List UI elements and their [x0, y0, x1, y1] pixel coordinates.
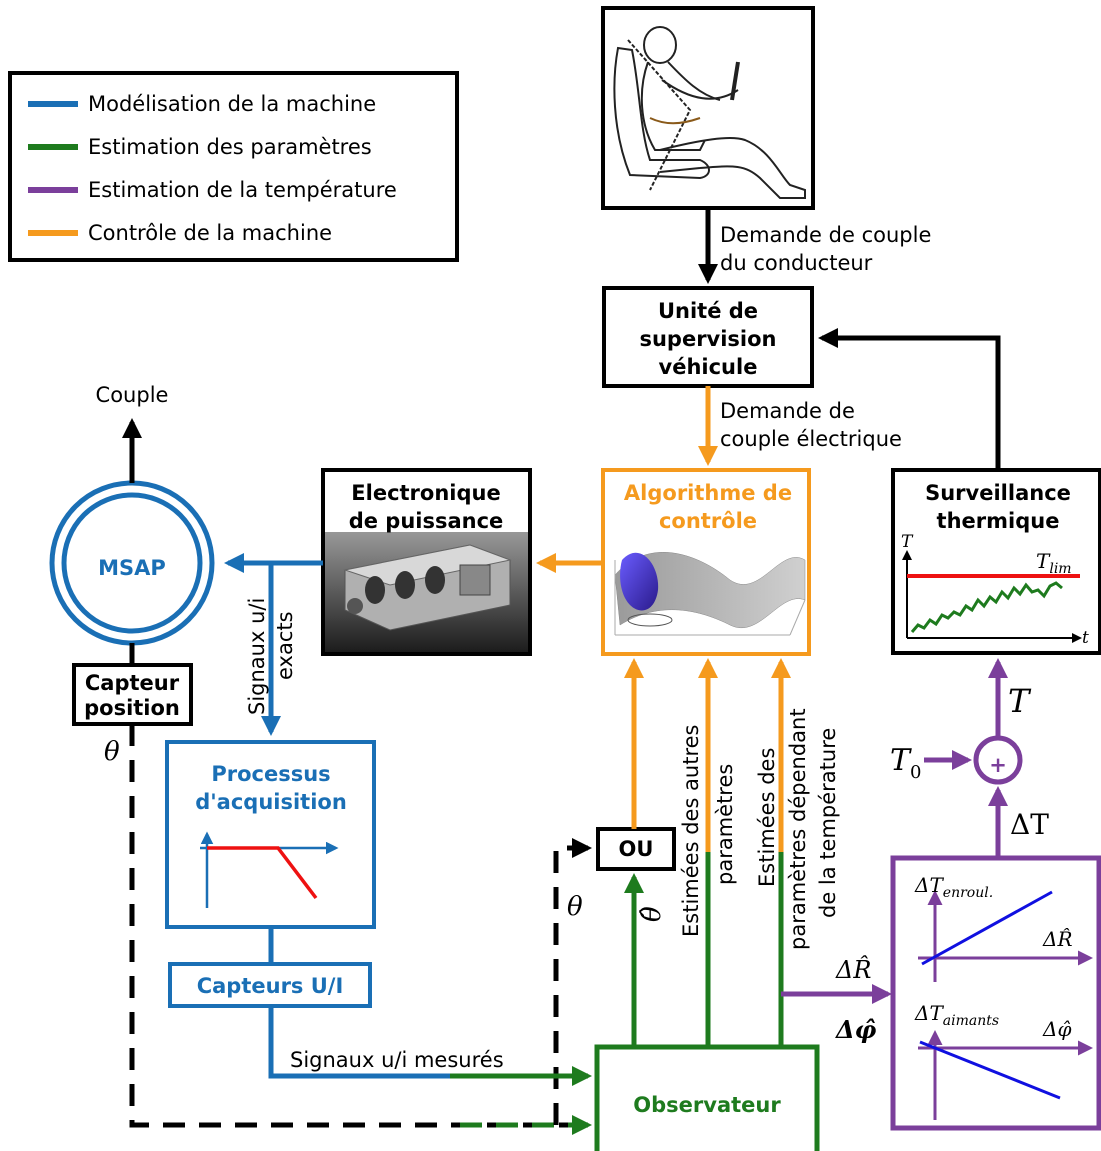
- label-couple: Couple: [96, 383, 169, 407]
- algorithme-title-1: Algorithme de: [624, 481, 792, 505]
- msap-inner-ring: [61, 492, 203, 634]
- legend-frame: [8, 71, 459, 262]
- thermal-axis-x: t: [1082, 628, 1089, 648]
- legend-label-controle: Contrôle de la machine: [88, 221, 332, 245]
- ou-frame: [596, 827, 676, 871]
- label-delta-t: ΔT: [1010, 808, 1049, 841]
- capteurs-ui-block: Capteurs U/I: [168, 962, 372, 1008]
- ou-label: OU: [619, 837, 654, 861]
- label-estimees-temp-1: Estimées des: [755, 748, 779, 887]
- driver-box: [601, 6, 815, 210]
- processus-title-1: Processus: [211, 762, 330, 786]
- surveillance-title-1: Surveillance: [925, 481, 1071, 505]
- supervision-frame: [602, 286, 814, 388]
- label-t0: T0: [890, 743, 921, 783]
- label-demande-conducteur-2: du conducteur: [720, 251, 873, 275]
- surveillance-title-2: thermique: [937, 509, 1060, 533]
- electronique-title-1: Electronique: [351, 481, 500, 505]
- label-signaux-exacts-2: exacts: [273, 611, 297, 680]
- processus-filter-curve: [207, 846, 318, 900]
- label-signaux-exacts-1: Signaux u/i: [245, 598, 269, 715]
- label-estimees-temp-2: paramètres dépendant: [786, 708, 810, 950]
- label-theta-left: θ: [104, 737, 120, 767]
- arrow-surveillance-to-supervision: [818, 328, 1001, 470]
- thermal-axis-t: T: [901, 532, 914, 552]
- capteurs-ui-title: Capteurs U/I: [197, 974, 344, 998]
- supervision-block: Unité de supervision véhicule: [602, 286, 814, 388]
- label-estimees-temp-3: de la température: [816, 728, 840, 918]
- sum-plus: +: [989, 753, 1007, 777]
- supervision-title-3: véhicule: [659, 355, 758, 379]
- algorithme-block: Algorithme de contrôle: [601, 468, 811, 656]
- inverter-image: [343, 544, 512, 631]
- legend-label-temperature: Estimation de la température: [88, 178, 397, 202]
- processus-block: Processus d'acquisition: [165, 740, 376, 929]
- electronique-title-2: de puissance: [349, 509, 504, 533]
- legend: Modélisation de la machine Estimation de…: [8, 71, 459, 262]
- label-signaux-mesures: Signaux u/i mesurés: [290, 1048, 504, 1072]
- algorithme-title-2: contrôle: [659, 509, 757, 533]
- msap-label: MSAP: [98, 556, 166, 580]
- capteur-position-block: Capteur position: [72, 663, 193, 726]
- capteur-position-title-2: position: [84, 696, 180, 720]
- surveillance-block: Surveillance thermique T t Tlim: [891, 468, 1101, 655]
- supervision-title-1: Unité de: [658, 299, 758, 323]
- label-demande-electrique-1: Demande de: [720, 399, 855, 423]
- msap-block: MSAP: [49, 480, 215, 646]
- label-estimees-autres-1: Estimées des autres: [679, 724, 703, 937]
- observateur-block: Observateur: [594, 1044, 820, 1151]
- capteur-position-title-1: Capteur: [85, 671, 180, 695]
- thermal-limit-label: Tlim: [1036, 549, 1072, 577]
- legend-label-parametres: Estimation des paramètres: [88, 135, 372, 159]
- label-demande-conducteur-1: Demande de couple: [720, 223, 931, 247]
- purple-bottom-xlabel: Δφ̂: [1042, 1017, 1071, 1041]
- label-delta-phi: Δφ̂: [835, 1015, 877, 1044]
- electronique-title-bg: [325, 472, 528, 532]
- purple-frame: [890, 855, 1101, 1131]
- thermal-temperature-curve: [910, 581, 1063, 633]
- observateur-label: Observateur: [633, 1093, 781, 1117]
- processus-title-2: d'acquisition: [195, 790, 347, 814]
- dashed-theta-black: [129, 724, 580, 1128]
- supervision-title-2: supervision: [639, 327, 776, 351]
- label-theta-hat: θ̂: [637, 906, 667, 922]
- sum-junction: +: [973, 735, 1023, 785]
- dashed-theta-to-ou: [553, 838, 592, 1125]
- label-estimees-autres-2: paramètres: [713, 764, 737, 885]
- label-theta-right: θ: [567, 892, 583, 922]
- algorithme-surface-plot: [614, 552, 806, 636]
- thermal-plot: T t Tlim: [901, 532, 1089, 648]
- driver-frame: [601, 6, 815, 210]
- purple-top-xlabel: ΔR̂: [1042, 927, 1073, 951]
- purple-bottom-ylabel: ΔTaimants: [914, 1001, 999, 1029]
- purple-top-line: [921, 890, 1053, 966]
- purple-top-ylabel: ΔTenroul.: [914, 873, 993, 901]
- car-driver-seat-icon: [613, 26, 806, 199]
- legend-label-modelisation: Modélisation de la machine: [88, 92, 376, 116]
- observateur-frame: [594, 1044, 820, 1151]
- ou-block: OU: [596, 827, 676, 871]
- electronique-block: Electronique de puissance: [321, 468, 532, 656]
- label-demande-electrique-2: couple électrique: [720, 427, 902, 451]
- label-delta-r: ΔR̂: [835, 956, 871, 984]
- purple-estimation-block: ΔTenroul. ΔR̂ ΔTaimants Δφ̂: [890, 855, 1101, 1131]
- label-t: T: [1008, 682, 1032, 720]
- purple-bottom-line: [919, 1040, 1061, 1100]
